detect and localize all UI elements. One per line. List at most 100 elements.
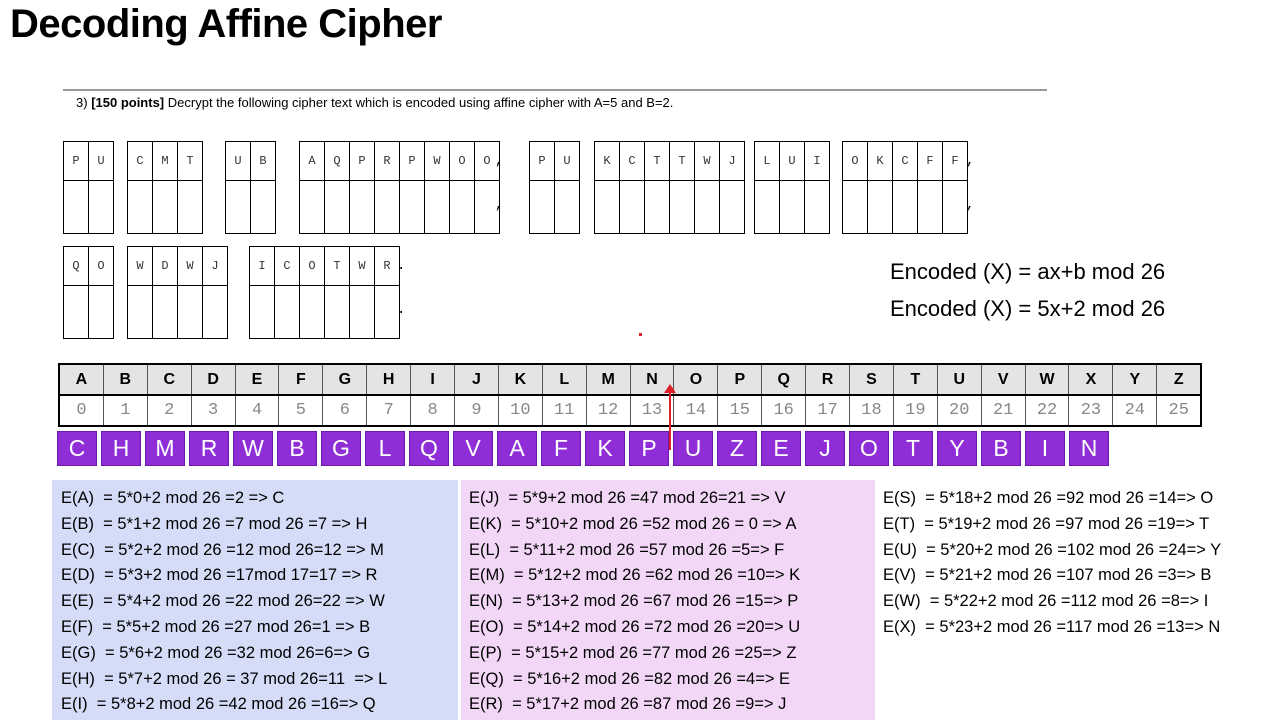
encoding-equation: E(L) = 5*11+2 mod 26 =57 mod 26 =5=> F <box>469 540 785 559</box>
alphabet-number: 3 <box>192 396 236 425</box>
encoding-equation: E(A) = 5*0+2 mod 26 =2 => C <box>61 489 285 507</box>
alphabet-letter: C <box>148 365 192 394</box>
cipher-letter: P <box>400 142 424 181</box>
equation-panel-2: E(J) = 5*9+2 mod 26 =47 mod 26=21 => V E(… <box>461 480 875 720</box>
alphabet-letter: X <box>1069 365 1114 394</box>
cipher-cell: R <box>374 141 399 234</box>
cipher-alphabet-letter: H <box>101 431 141 466</box>
cipher-cell: U <box>554 141 580 234</box>
alphabet-letter: N <box>631 365 675 394</box>
encoding-equation: E(J) = 5*9+2 mod 26 =47 mod 26=21 => V <box>469 489 786 507</box>
encoding-equation: E(S) = 5*18+2 mod 26 =92 mod 26 =14=> O <box>883 489 1214 507</box>
answer-box <box>89 286 113 338</box>
answer-box <box>400 181 424 233</box>
alphabet-letter: K <box>499 365 543 394</box>
cipher-cell: K <box>594 141 619 234</box>
cipher-cell: P <box>529 141 554 234</box>
answer-box <box>325 181 349 233</box>
cipher-cell: W <box>424 141 449 234</box>
cipher-punctuation: . <box>397 258 406 274</box>
cipher-cell: O <box>474 141 500 234</box>
cipher-alphabet-letter: K <box>585 431 625 466</box>
encoding-equation: E(D) = 5*3+2 mod 26 =17mod 17=17 => R <box>61 566 378 585</box>
cipher-cell: Q <box>324 141 349 234</box>
cipher-cell: T <box>669 141 694 234</box>
answer-box <box>695 181 719 233</box>
cipher-letter: P <box>64 142 88 181</box>
alphabet-number: 10 <box>499 396 543 425</box>
cipher-letter: D <box>153 247 177 286</box>
alphabet-number: 23 <box>1069 396 1114 425</box>
cipher-alphabet-letter: N <box>1069 431 1109 466</box>
cipher-punctuation: , <box>966 153 975 169</box>
cipher-letter: F <box>943 142 967 181</box>
encoding-equation: E(K) = 5*10+2 mod 26 =52 mod 26 = 0 => A <box>469 514 797 533</box>
cipher-cell: J <box>202 246 228 339</box>
cipher-letter: W <box>350 247 374 286</box>
divider-rule <box>63 89 1047 91</box>
cipher-cell: I <box>249 246 274 339</box>
alphabet-letter: F <box>279 365 324 394</box>
cipher-cell: W <box>127 246 152 339</box>
cipher-alphabet-letter: L <box>365 431 405 466</box>
alphabet-letter: Q <box>762 365 807 394</box>
cipher-letter: C <box>128 142 152 181</box>
cipher-letter: T <box>325 247 349 286</box>
answer-box <box>843 181 867 233</box>
alphabet-letter: U <box>938 365 982 394</box>
cipher-punctuation: . <box>397 302 406 318</box>
cipher-cell: I <box>804 141 830 234</box>
encoding-equation: E(X) = 5*23+2 mod 26 =117 mod 26 =13=> N <box>883 617 1221 636</box>
cipher-letter: W <box>425 142 449 181</box>
cipher-alphabet-letter: P <box>629 431 669 466</box>
alphabet-number: 25 <box>1168 401 1189 420</box>
alphabet-letter: R <box>806 365 851 394</box>
alphabet-number: 12 <box>587 396 631 425</box>
cipher-cell: W <box>177 246 202 339</box>
cipher-letter: R <box>375 247 399 286</box>
answer-box <box>64 181 88 233</box>
answer-box <box>226 181 250 233</box>
cipher-cell: Q <box>63 246 88 339</box>
cipher-letter: L <box>755 142 779 181</box>
cipher-alphabet-letter: G <box>321 431 361 466</box>
cipher-letter: U <box>780 142 804 181</box>
cipher-cell: P <box>349 141 374 234</box>
answer-box <box>300 181 324 233</box>
alphabet-number: 1 <box>104 396 148 425</box>
cipher-letter: J <box>720 142 744 181</box>
alphabet-number: 24 <box>1113 396 1158 425</box>
alphabet-letter: I <box>411 365 456 394</box>
alphabet-number: 18 <box>850 396 894 425</box>
encoding-equation: E(I) = 5*8+2 mod 26 =42 mod 26 =16=> Q <box>61 695 376 714</box>
cipher-cell: W <box>349 246 374 339</box>
answer-box <box>555 181 579 233</box>
alphabet-letter: B <box>104 365 148 394</box>
cipher-letter: R <box>375 142 399 181</box>
encoding-equation: E(F) = 5*5+2 mod 26 =27 mod 26=1 => B <box>61 617 371 636</box>
alphabet-number: 14 <box>674 396 719 425</box>
alphabet-letter: L <box>543 365 587 394</box>
cipher-cell: U <box>779 141 804 234</box>
answer-box <box>530 181 554 233</box>
encoding-equation: E(N) = 5*13+2 mod 26 =67 mod 26 =15=> P <box>469 592 799 611</box>
cipher-cell: P <box>63 141 88 234</box>
answer-box <box>375 286 399 338</box>
encoding-equation: E(B) = 5*1+2 mod 26 =7 mod 26 =7 => H <box>61 514 368 533</box>
alphabet-letter: T <box>894 365 938 394</box>
cipher-letter: C <box>893 142 917 181</box>
cipher-cell: L <box>754 141 779 234</box>
cipher-cell: B <box>250 141 276 234</box>
cipher-letter: I <box>805 142 829 181</box>
cipher-cell: O <box>299 246 324 339</box>
cipher-cell: T <box>644 141 669 234</box>
alphabet-number: 15 <box>718 396 763 425</box>
alphabet-letter: O <box>674 365 719 394</box>
cipher-cell: F <box>942 141 968 234</box>
encoding-equation: E(P) = 5*15+2 mod 26 =77 mod 26 =25=> Z <box>469 643 797 662</box>
